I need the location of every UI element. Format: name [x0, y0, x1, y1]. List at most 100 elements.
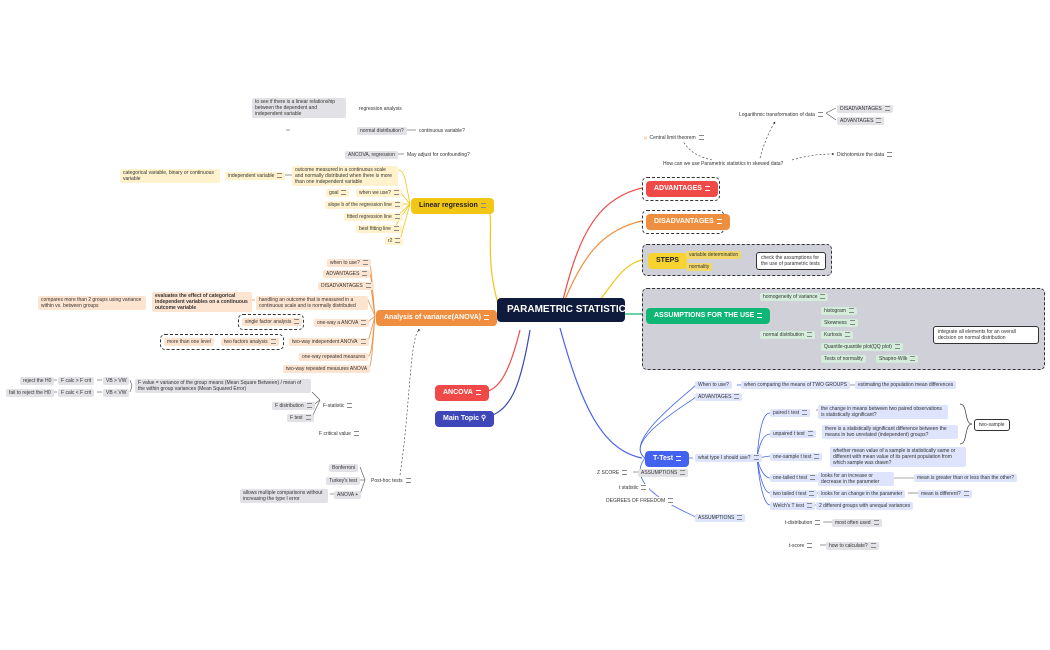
normal-distribution-q[interactable]: normal distribution? [357, 127, 407, 135]
steps-topic[interactable]: STEPS [648, 253, 687, 269]
mean-different[interactable]: mean is different? [918, 490, 972, 498]
two-sample[interactable]: two-sample [974, 419, 1010, 431]
disadvantages-topic[interactable]: DISADVANTAGES [646, 214, 730, 230]
anova-topic[interactable]: Analysis of variance(ANOVA) [376, 310, 498, 326]
kurtosis[interactable]: Kurtosis [821, 331, 854, 339]
bonferroni[interactable]: Bonferroni [329, 464, 359, 472]
t-when-comparing[interactable]: when comparing the means of TWO GROUPS [741, 381, 851, 389]
integrate-elements[interactable]: integrate all elements for an overall de… [933, 326, 1039, 344]
one-sample-t-test[interactable]: one-sample t test [770, 453, 823, 461]
z-score[interactable]: Z SCORE [594, 469, 631, 477]
one-tailed-t-test[interactable]: one-tailed t test [770, 474, 819, 482]
f-definition[interactable]: F value = variance of the group means (M… [135, 379, 311, 393]
fitted-regression-line[interactable]: fitted regression line [344, 213, 403, 221]
t-score[interactable]: t-score [786, 542, 816, 550]
slope-b[interactable]: slope b of the regression line [325, 201, 403, 209]
log-disadvantages[interactable]: DISADVANTAGES [837, 105, 893, 113]
ancova-regression[interactable]: ANCOVA, regression [345, 151, 398, 159]
t-distribution[interactable]: t-distribution [782, 519, 824, 527]
t-advantages[interactable]: ADVANTAGES [695, 393, 743, 401]
vb-gt-vw[interactable]: VB > VW [103, 377, 130, 385]
assumptions-left[interactable]: ASSUMPTIONS [638, 469, 689, 477]
f-test[interactable]: F test [287, 414, 314, 422]
one-tailed-desc[interactable]: looks for an increase or decrease in the… [818, 472, 894, 486]
r2[interactable]: r2 [385, 237, 404, 245]
post-hoc-tests[interactable]: Post-hoc tests [368, 477, 414, 485]
regression-note[interactable]: to see if there is a linear relationship… [252, 98, 346, 118]
more-than-one-level[interactable]: more than one level [164, 338, 214, 346]
two-tailed-t-test[interactable]: two tailed t test [770, 490, 818, 498]
most-often-used[interactable]: most often used [832, 519, 882, 527]
anova-handling[interactable]: handling an outcome that is measured in … [256, 296, 368, 310]
normal-distribution[interactable]: normal distribution [760, 331, 815, 339]
log-advantages[interactable]: ADVANTAGES [837, 117, 885, 125]
skewness[interactable]: Skewness [821, 319, 858, 327]
t-estimating[interactable]: estimating the population mean differenc… [855, 381, 957, 389]
welch-t-test[interactable]: Welch's T test [770, 502, 815, 510]
ancova-topic[interactable]: ANCOVA [435, 385, 489, 401]
fail-reject-h0[interactable]: fail to reject the H0 [6, 389, 54, 397]
f-calc-gt[interactable]: F calc > F crit [58, 377, 95, 385]
qq-plot[interactable]: Quantile-quantile plot(QQ plot) [821, 343, 903, 351]
anova-advantages[interactable]: ADVANTAGES [323, 270, 371, 278]
two-tailed-desc[interactable]: looks for an change in the parameter [818, 490, 906, 498]
assumptions-topic[interactable]: ASSUMPTIONS FOR THE USE [646, 308, 771, 324]
skewed-question[interactable]: How can we use Parametric statistics in … [660, 160, 787, 168]
single-factor-analysis[interactable]: single factor analysis [242, 318, 303, 326]
f-calc-lt[interactable]: F calc < F crit [58, 389, 95, 397]
one-sample-desc[interactable]: whether mean value of a sample is statis… [830, 447, 966, 467]
mean-greater[interactable]: mean is greater than or less than the ot… [914, 474, 1018, 482]
how-to-calculate[interactable]: how to calculate? [826, 542, 879, 550]
variable-determination[interactable]: variable determination [686, 251, 742, 259]
normality[interactable]: normality [686, 263, 713, 271]
advantages-topic[interactable]: ADVANTAGES [646, 181, 718, 197]
shapiro-wilk[interactable]: Shapiro-Wilk [876, 355, 919, 363]
central-topic[interactable]: PARAMETRIC STATISTICAL TESTS [497, 298, 685, 322]
vb-lt-vw[interactable]: VB < VW [103, 389, 130, 397]
two-way-repeated[interactable]: two-way repeated measures ANOVA [283, 365, 371, 373]
anova-evaluates[interactable]: evaluates the effect of categorical inde… [152, 292, 252, 312]
goal[interactable]: goal [326, 189, 350, 197]
main-topic[interactable]: Main Topic ⚲ [435, 411, 495, 427]
paired-desc[interactable]: the change in means between two paired o… [818, 405, 948, 419]
log-transformation[interactable]: Logarithmic transformation of data [736, 111, 826, 119]
f-distribution[interactable]: F distribution [272, 402, 315, 410]
t-when-to-use[interactable]: When to use? [695, 381, 732, 389]
t-test-topic[interactable]: T-Test [645, 451, 690, 467]
reject-h0[interactable]: reject the H0 [20, 377, 55, 385]
two-way-anova[interactable]: two-way independent ANOVA [289, 338, 369, 346]
post-hoc-anova[interactable]: ANOVA + [334, 491, 362, 499]
f-statistic[interactable]: F-statistic [320, 402, 356, 410]
two-factors-analysis[interactable]: two factors analysis [221, 338, 279, 346]
t-statistic[interactable]: t statistic [616, 484, 650, 492]
one-way-repeated[interactable]: one-way repeated measures [299, 353, 369, 361]
anova-when-to-use[interactable]: when to use? [327, 259, 371, 267]
when-we-use[interactable]: when we use? [356, 189, 402, 197]
adjust-confounding[interactable]: May adjust for confounding? [404, 151, 473, 159]
check-assumptions[interactable]: check the assumptions for the use of par… [756, 252, 826, 270]
tests-of-normality[interactable]: Tests of normality [821, 355, 866, 363]
histogram[interactable]: histogram [821, 307, 857, 315]
linear-regression-topic[interactable]: Linear regression [411, 198, 494, 214]
degrees-of-freedom[interactable]: DEGREES OF FREEDOM [603, 497, 677, 505]
unpaired-desc[interactable]: there is a statistically significant dif… [822, 425, 958, 439]
allows-multiple[interactable]: allows multiple comparisons without incr… [240, 489, 328, 503]
regression-analysis[interactable]: regression analysis [356, 105, 405, 113]
paired-t-test[interactable]: paired t test [770, 409, 811, 417]
t-which-type[interactable]: what type I should use? [695, 454, 762, 462]
tukey-test[interactable]: Turkey's test [326, 477, 360, 485]
best-fitting-line[interactable]: best fitting line [356, 225, 402, 233]
homogeneity-of-variance[interactable]: homogeneity of variance [760, 293, 829, 301]
f-critical-value[interactable]: F critical value [316, 430, 362, 438]
continuous-variable[interactable]: continuous variable? [416, 127, 468, 135]
outcome-measured[interactable]: outcome measured in a continuous scale a… [292, 166, 398, 186]
welch-desc[interactable]: 2 different groups with unequal variance… [816, 502, 914, 510]
t-assumptions[interactable]: ASSUMPTIONS [695, 514, 746, 522]
anova-compares[interactable]: compares more than 2 groups using varian… [38, 296, 146, 310]
central-limit-theorem[interactable]: ☺ Central limit theorem [640, 134, 707, 142]
independent-variable[interactable]: independent variable [225, 172, 286, 180]
dichotomize-data[interactable]: Dichotomize the data [834, 151, 895, 159]
one-way-anova[interactable]: one-way a ANOVA [314, 319, 370, 327]
anova-disadvantages[interactable]: DISADVANTAGES [318, 282, 374, 290]
categorical-variable[interactable]: categorical variable, binary or continuo… [120, 169, 220, 183]
